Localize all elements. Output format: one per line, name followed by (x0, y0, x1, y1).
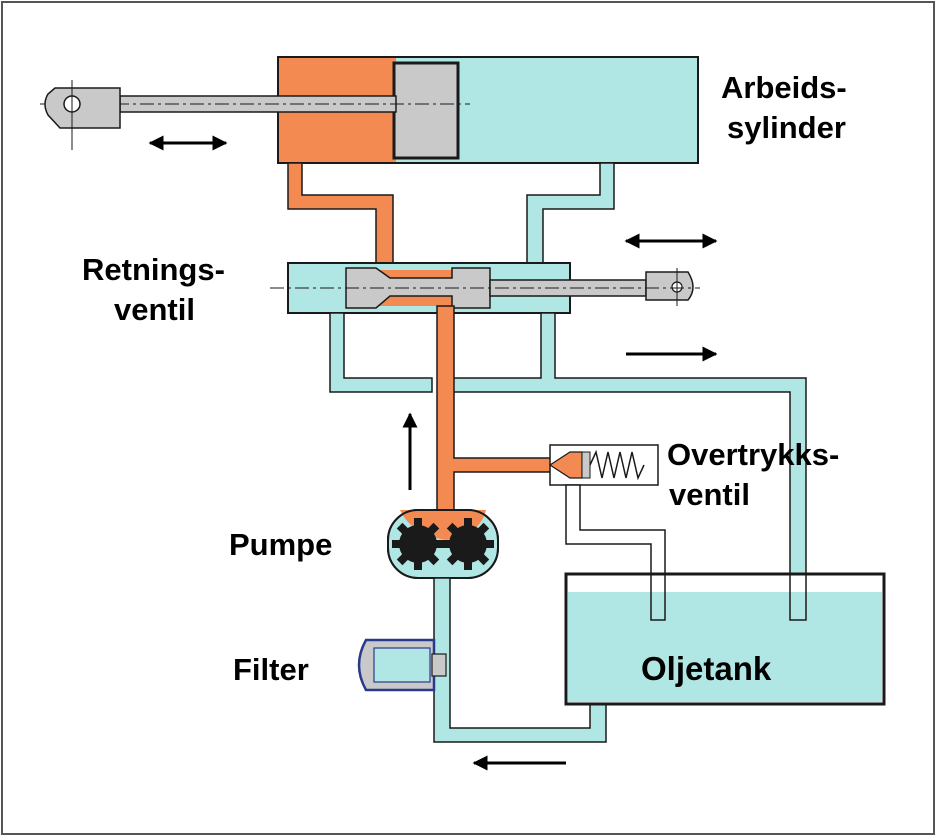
return-line-valve (329, 312, 433, 393)
valve-spool (345, 267, 491, 309)
directional-valve (270, 262, 700, 314)
pressure-line (436, 305, 556, 516)
tank-inlet-relief (650, 573, 666, 621)
label-retningsventil-1: Retnings- (82, 252, 225, 287)
rod-clevis (44, 80, 121, 150)
filter-canister-icon (357, 638, 447, 692)
relief-valve (548, 444, 659, 486)
gear-icon (442, 518, 494, 570)
gear-icon (392, 518, 444, 570)
gear-pump (387, 509, 499, 579)
cylinder-piston (392, 61, 460, 160)
label-pumpe: Pumpe (229, 527, 332, 562)
return-pipe-cylinder (526, 162, 615, 266)
spring-icon (589, 449, 645, 481)
working-cylinder (40, 56, 699, 164)
label-overtrykksventil-2: ventil (669, 477, 750, 512)
tank-inlet-return (789, 573, 807, 621)
label-overtrykksventil-1: Overtrykks- (667, 437, 839, 472)
label-oljetank: Oljetank (641, 650, 772, 687)
oil-tank (564, 572, 886, 706)
label-retningsventil-2: ventil (114, 292, 195, 327)
label-arbeidssylinder-1: Arbeids- (721, 70, 847, 105)
label-filter: Filter (233, 652, 309, 687)
valve-clevis (645, 271, 694, 301)
label-arbeidssylinder-2: sylinder (727, 110, 846, 145)
pressure-pipe-cylinder (287, 162, 394, 266)
